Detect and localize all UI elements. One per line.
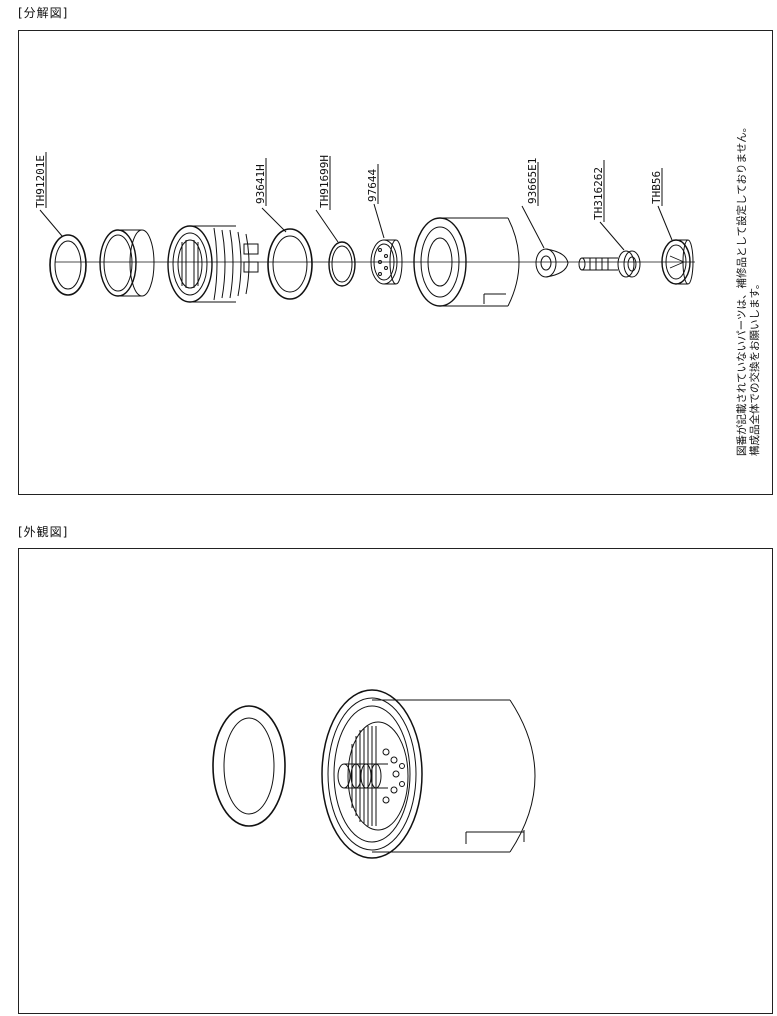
part-label-thb56: THB56 bbox=[650, 171, 663, 204]
part-97644-plate bbox=[370, 239, 403, 285]
exploded-view-title: [分解図] bbox=[18, 6, 69, 20]
part-label-93641h: 93641H bbox=[254, 164, 267, 204]
part-threaded-body bbox=[167, 225, 259, 303]
exterior-view-title: [外観図] bbox=[18, 525, 69, 539]
part-th91201e-ring bbox=[49, 234, 87, 296]
exterior-cartridge bbox=[321, 689, 536, 859]
exploded-view-frame bbox=[18, 30, 773, 495]
note-line-2: 構成品全体での交換をお願いします。 bbox=[748, 279, 761, 456]
part-label-93665e1: 93665E1 bbox=[526, 158, 539, 204]
exterior-ring bbox=[212, 705, 286, 827]
part-label-th316262: TH316262 bbox=[592, 167, 605, 220]
exterior-view-frame bbox=[18, 548, 773, 1014]
part-thb56-cap bbox=[661, 239, 694, 285]
part-label-97644: 97644 bbox=[366, 169, 379, 202]
part-cartridge-body bbox=[413, 217, 520, 307]
part-sleeve bbox=[99, 229, 155, 297]
part-th91699h-ring bbox=[328, 241, 356, 287]
part-label-th91201e: TH91201E bbox=[34, 155, 47, 208]
note-line-1: 図番が記載されていないパーツは、補修品として設定しておりません。 bbox=[735, 122, 748, 456]
part-label-th91699h: TH91699H bbox=[318, 155, 331, 208]
part-th316262-spindle bbox=[578, 250, 641, 278]
part-93665e1-cone bbox=[535, 248, 569, 278]
part-93641h-ring bbox=[267, 228, 313, 300]
